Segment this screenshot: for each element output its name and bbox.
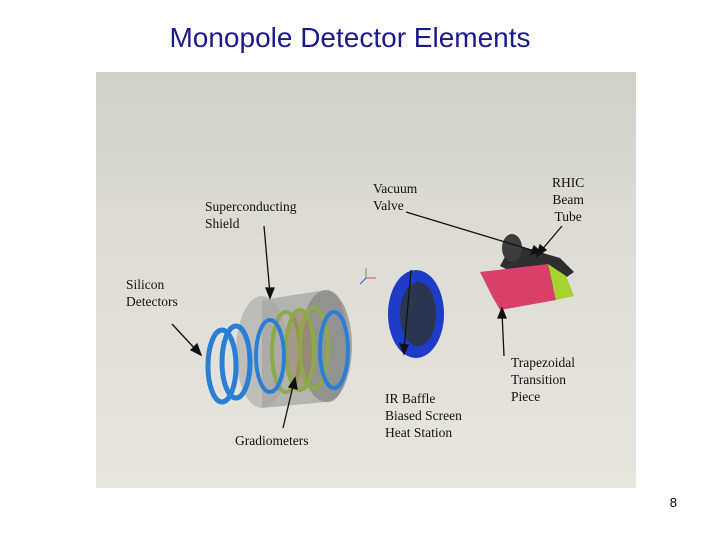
label-vacuum-valve: Vacuum Valve — [373, 181, 418, 213]
label-rhic-beam-tube: RHIC Beam Tube — [552, 175, 585, 224]
label-ir-baffle: IR Baffle Biased Screen Heat Station — [385, 391, 462, 440]
page-number: 8 — [669, 495, 677, 510]
gradiometer-rings — [270, 306, 330, 394]
axis-indicator-icon — [359, 268, 376, 285]
slide-title: Monopole Detector Elements — [169, 22, 531, 53]
ir-baffle-disk — [388, 270, 444, 358]
label-silicon-detectors: Silicon Detectors — [126, 277, 178, 309]
trapezoidal-transition-piece — [480, 264, 574, 310]
label-gradiometers: Gradiometers — [235, 433, 309, 448]
annotation-arrows — [171, 211, 563, 429]
label-trapezoidal-transition: Trapezoidal Transition Piece — [511, 355, 575, 404]
silicon-detector-rings — [205, 310, 350, 405]
label-superconducting-shield: Superconducting Shield — [205, 199, 297, 231]
